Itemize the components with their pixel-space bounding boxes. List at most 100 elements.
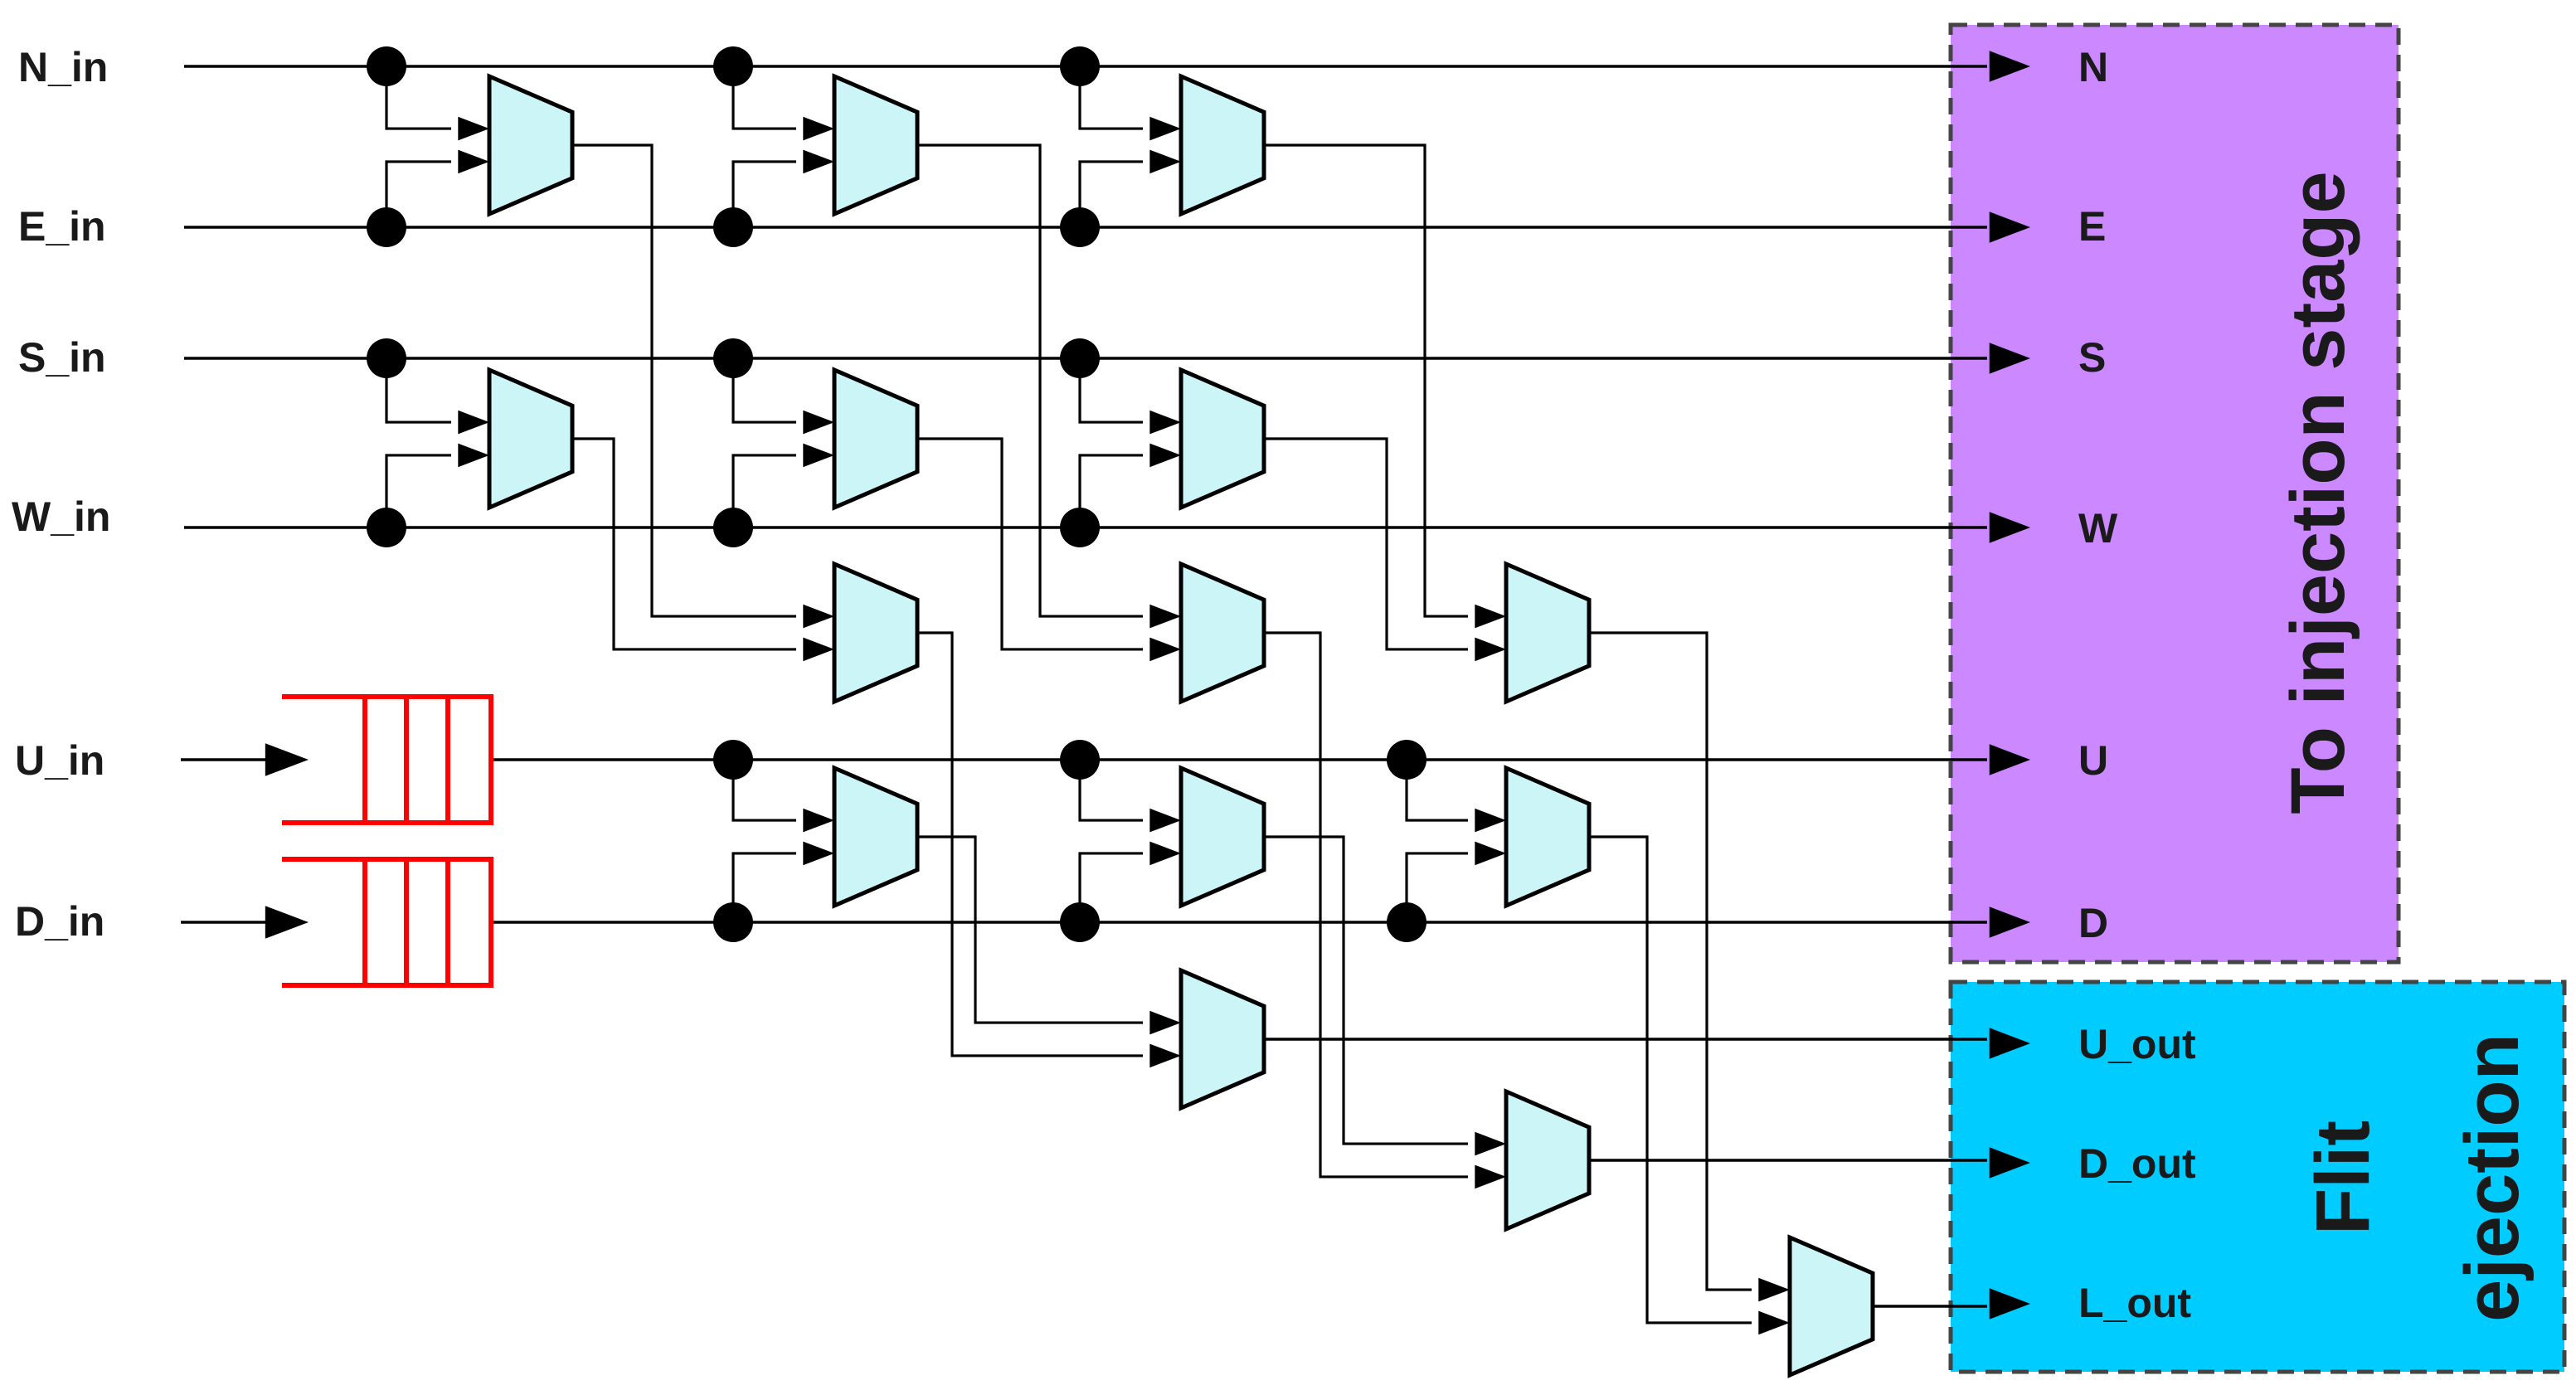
output-arrow [1989, 744, 2030, 775]
junction-dot [367, 338, 406, 378]
junction-dot [1060, 46, 1100, 86]
wire [1078, 358, 1143, 424]
output-label-d: D [2078, 900, 2108, 946]
input-label-d: D_in [15, 898, 104, 945]
wire [1405, 852, 1468, 922]
mux [1504, 561, 1592, 705]
mux-input-arrow [1149, 841, 1181, 866]
mux-input-arrow [803, 149, 834, 174]
wire [1078, 852, 1143, 922]
wire [1078, 454, 1143, 527]
mux-input-arrow [1149, 1043, 1181, 1068]
wire [917, 437, 1143, 651]
input-arrow-u [265, 743, 309, 776]
flit-ejection-title-line1: Flit [2301, 1120, 2385, 1235]
mux-input-arrow [1149, 410, 1181, 435]
mux [1787, 1234, 1875, 1378]
wire [572, 437, 796, 651]
junction-dot [713, 207, 753, 247]
wire [1078, 160, 1143, 227]
mux [832, 765, 920, 909]
input-arrow-d [265, 906, 309, 939]
mux-input-arrow [458, 149, 489, 174]
mux-input-arrow [1149, 1010, 1181, 1035]
output-arrow [1989, 1288, 2030, 1320]
mux [1504, 1088, 1592, 1232]
mux [1179, 73, 1266, 217]
wire [917, 143, 1143, 618]
wire [1589, 631, 1752, 1291]
wire [731, 358, 796, 424]
mux-input-arrow [1475, 1131, 1506, 1156]
output-arrow [1989, 1028, 2030, 1059]
wire [731, 454, 796, 527]
mux-input-arrow [803, 637, 834, 662]
wire [1405, 760, 1468, 822]
input-buffer [282, 694, 493, 825]
junction-dot [367, 46, 406, 86]
wire [385, 66, 451, 130]
mux-layer [487, 73, 1875, 1378]
input-buffer [282, 857, 493, 988]
wire [572, 143, 796, 618]
mux-input-arrow [1149, 604, 1181, 629]
output-arrow [1989, 512, 2030, 543]
mux-input-arrow [1149, 443, 1181, 468]
output-arrow [1989, 51, 2030, 82]
junction-dot [1387, 740, 1427, 780]
junction-dot [713, 46, 753, 86]
output-label-n: N [2078, 44, 2108, 90]
mux-input-arrow [458, 443, 489, 468]
mux [487, 73, 575, 217]
wire [385, 358, 451, 424]
mux-input-arrow [458, 116, 489, 141]
wire [385, 160, 451, 227]
mux-input-arrow [1475, 808, 1506, 833]
output-label-u: U [2078, 737, 2108, 784]
output-label-e: E [2078, 203, 2106, 250]
input-label-w: W_in [12, 493, 110, 540]
mux-input-arrow [1475, 604, 1506, 629]
junction-layer [367, 46, 1427, 942]
wire [917, 631, 1143, 1057]
output-label-l-out: L_out [2078, 1280, 2191, 1326]
junction-dot [713, 508, 753, 547]
wire [731, 160, 796, 227]
mux [832, 367, 920, 511]
junction-dot [1060, 740, 1100, 780]
output-label-d-out: D_out [2078, 1140, 2196, 1187]
mux-input-arrow [803, 604, 834, 629]
output-label-w: W [2078, 505, 2118, 552]
mux [1179, 367, 1266, 511]
wire [1264, 835, 1468, 1145]
mux-input-arrow [1149, 808, 1181, 833]
mux-input-arrow [458, 410, 489, 435]
output-arrow [1989, 211, 2030, 243]
wire [917, 835, 1143, 1024]
mux-input-arrow [803, 841, 834, 866]
mux-input-arrow [1475, 841, 1506, 866]
wire [731, 852, 796, 922]
input-label-e: E_in [18, 203, 106, 250]
mux-input-arrow [1149, 637, 1181, 662]
output-label-s: S [2078, 334, 2106, 381]
wire [1589, 835, 1752, 1325]
mux-input-arrow [1149, 149, 1181, 174]
injection-stage-box [1948, 22, 2401, 965]
mux-input-arrow [803, 116, 834, 141]
mux-input-arrow [1475, 637, 1506, 662]
junction-dot [1060, 508, 1100, 547]
output-arrow [1989, 1147, 2030, 1179]
mux-input-arrow [803, 808, 834, 833]
junction-dot [1060, 207, 1100, 247]
junction-dot [367, 207, 406, 247]
mux [487, 367, 575, 511]
wire [385, 454, 451, 527]
wire [1264, 143, 1468, 618]
injection-stage-title: To injection stage [2276, 171, 2360, 814]
junction-dot [713, 902, 753, 942]
wire [1264, 631, 1468, 1179]
flit-ejection-title-line2: ejection [2450, 1033, 2535, 1322]
flit-ejection-box [1948, 979, 2567, 1374]
